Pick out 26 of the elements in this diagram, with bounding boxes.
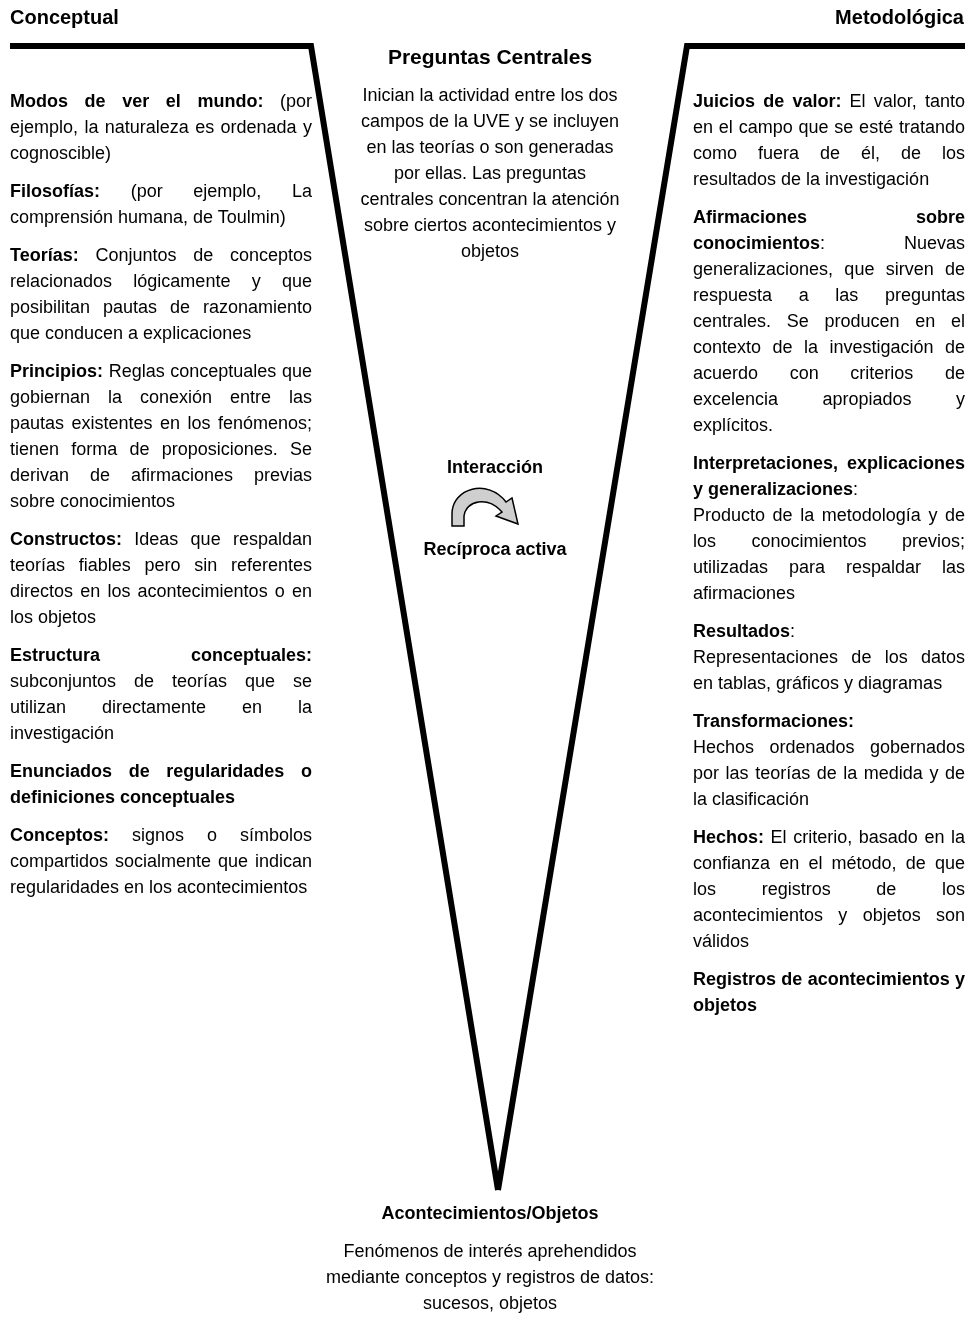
column-heading: Metodológica — [835, 5, 964, 30]
definition-text: Representaciones de los datos en tablas, gráficos y diagramas — [693, 646, 965, 695]
section-heading: Acontecimientos/Objetos — [380, 1202, 600, 1225]
interaction-label: Interacción — [446, 456, 544, 479]
definition-text: Juicios de valor: El valor, tanto en el campo que se esté tratando como fuera de él, de los resultados de la investigación — [693, 90, 965, 191]
term-heading: Registros de acontecimientos y objetos — [693, 968, 965, 1017]
definition-text: Hechos ordenados gobernados por las teorías de la medida y de la clasificación — [693, 736, 965, 811]
definition-text: Hechos: El criterio, basado en la confianza en el método, de que los registros de los acontecimientos y objetos son válidos — [693, 826, 965, 953]
term-heading: Enunciados de regularidades o definiciones conceptuales — [10, 760, 312, 809]
definition-text: Teorías: Conjuntos de conceptos relacionados lógicamente y que posibilitan pautas de razonamiento que conducen a explicaciones — [10, 244, 312, 345]
term-heading: Transformaciones: — [693, 710, 856, 733]
definition-text: Modos de ver el mundo: (por ejemplo, la naturaleza es ordenada y cognoscible) — [10, 90, 312, 165]
description-text: Inician la actividad entre los dos campos de la UVE y se incluyen en las teorías o son generadas por ellas. Las preguntas centrales concentran la atención sobre ciertos acontecimientos y objetos — [360, 84, 620, 263]
term-heading: Resultados: — [693, 620, 797, 643]
definition-text: Principios: Reglas conceptuales que gobiernan la conexión entre las pautas existentes en los fenómenos; tienen forma de proposiciones. Se derivan de afirmaciones previas sobre conocimientos — [10, 360, 312, 513]
interaction-label: Recíproca activa — [422, 538, 568, 561]
definition-text: Afirmaciones sobre conocimientos: Nuevas generalizaciones, que sirven de respuesta a las preguntas centrales. Se producen en el contexto de la investigación de acuerdo con criterios de excelencia apropiados y explícitos. — [693, 206, 965, 437]
definition-text: Constructos: Ideas que respaldan teorías fiables pero sin referentes directos en los acontecimientos o en los objetos — [10, 528, 312, 629]
term-heading: Interpretaciones, explicaciones y generalizaciones: — [693, 452, 965, 501]
definition-text: Estructura conceptuales: subconjuntos de teorías que se utilizan directamente en la investigación — [10, 644, 312, 745]
description-text: Fenómenos de interés aprehendidos mediante conceptos y registros de datos: sucesos, objetos — [324, 1240, 656, 1315]
definition-text: Conceptos: signos o símbolos compartidos socialmente que indican regularidades en los acontecimientos — [10, 824, 312, 899]
definition-text: Filosofías: (por ejemplo, La comprensión humana, de Toulmin) — [10, 180, 312, 229]
column-heading: Conceptual — [10, 5, 119, 30]
section-heading: Preguntas Centrales — [386, 44, 594, 70]
definition-text: Producto de la metodología y de los conocimientos previos; utilizadas para respaldar las afirmaciones — [693, 504, 965, 605]
